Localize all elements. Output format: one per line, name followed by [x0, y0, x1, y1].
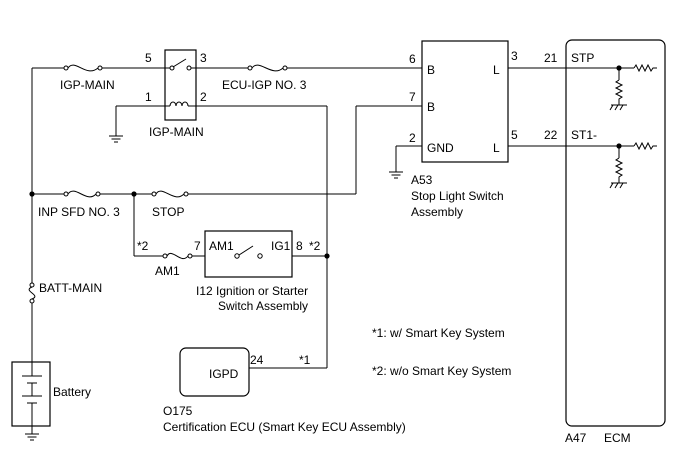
switch-term-b2: B — [427, 100, 435, 114]
fuse-batt-main-icon — [28, 282, 36, 304]
switch-term-l1: L — [493, 63, 500, 77]
ecm-pin21: 21 — [544, 51, 558, 65]
junction-dot — [324, 253, 330, 259]
switch-pin7: 7 — [409, 90, 416, 104]
igp-main-relay — [164, 49, 197, 121]
ecm-box — [565, 39, 666, 427]
switch-pin5: 5 — [511, 128, 518, 142]
fuse-batt-main-label: BATT-MAIN — [39, 281, 102, 295]
switch-pin6: 6 — [409, 52, 416, 66]
ground-icon — [389, 171, 403, 179]
switch-pin2: 2 — [409, 131, 416, 145]
ground-icon — [25, 426, 39, 441]
fuse-am1-label: AM1 — [155, 264, 180, 278]
battery-label: Battery — [53, 385, 91, 399]
relay-pin2: 2 — [200, 90, 207, 104]
battery-icon — [11, 361, 51, 427]
fuse-igp-main-label: IGP-MAIN — [60, 78, 115, 92]
ignition-term-ig1: IG1 — [271, 239, 291, 253]
ignition-switch — [204, 230, 293, 278]
fuse-inp-sfd-label: INP SFD NO. 3 — [38, 205, 120, 219]
wires — [31, 67, 634, 369]
ecm-term-st1: ST1- — [571, 128, 597, 142]
legend-note2: *2: w/o Smart Key System — [372, 364, 511, 378]
switch-pin3: 3 — [511, 49, 518, 63]
ignition-name-line1: I12 Ignition or Starter — [196, 284, 308, 298]
cert-ecu-pin24: 24 — [250, 353, 264, 367]
ground-icon — [109, 135, 123, 143]
junction-dot — [131, 191, 137, 197]
switch-term-b1: B — [427, 63, 435, 77]
legend-note1: *1: w/ Smart Key System — [372, 326, 505, 340]
relay-name: IGP-MAIN — [149, 125, 204, 139]
fuse-igp-main-icon — [63, 64, 103, 72]
junction-dot — [29, 191, 35, 197]
ignition-pin7: 7 — [194, 239, 201, 253]
fuse-stop-icon — [151, 190, 189, 198]
note-star2-am1: *2 — [137, 239, 149, 253]
fuse-ecu-igp-icon — [247, 64, 288, 72]
switch-code: A53 — [411, 173, 433, 187]
ground-symbols — [25, 135, 403, 441]
labels: 5 3 1 2 IGP-MAIN IGP-MAIN ECU-IGP NO. 3 … — [38, 49, 631, 445]
cert-ecu-term-igpd: IGPD — [209, 367, 239, 381]
ecm-code: A47 — [565, 431, 587, 445]
relay-pin5: 5 — [145, 51, 152, 65]
switch-term-gnd: GND — [427, 141, 454, 155]
ignition-pin8: 8 — [296, 239, 303, 253]
fuse-ecu-igp-label: ECU-IGP NO. 3 — [222, 78, 307, 92]
switch-name-line1: Stop Light Switch — [411, 189, 504, 203]
note-star1: *1 — [299, 353, 311, 367]
junctions — [29, 65, 622, 259]
switch-term-l2: L — [493, 141, 500, 155]
cert-ecu-code: O175 — [163, 404, 193, 418]
fuse-symbols — [28, 64, 288, 304]
switch-name-line2: Assembly — [411, 205, 463, 219]
stop-light-switch — [421, 40, 509, 163]
fuse-inp-sfd-icon — [63, 190, 101, 198]
certification-ecu — [179, 347, 296, 397]
ecm-pin22: 22 — [544, 128, 558, 142]
junction-dot — [616, 65, 622, 71]
note-star2-ig1: *2 — [309, 239, 321, 253]
junction-dot — [616, 143, 622, 149]
ignition-name-line2: Switch Assembly — [218, 299, 308, 313]
ecm-name: ECM — [604, 431, 631, 445]
ignition-term-am1: AM1 — [209, 239, 234, 253]
fuse-am1-icon — [162, 252, 193, 260]
ecm-term-stp: STP — [571, 51, 594, 65]
relay-pin1: 1 — [145, 90, 152, 104]
relay-pin3: 3 — [200, 51, 207, 65]
fuse-stop-label: STOP — [152, 205, 184, 219]
cert-ecu-name: Certification ECU (Smart Key ECU Assembl… — [163, 420, 406, 434]
